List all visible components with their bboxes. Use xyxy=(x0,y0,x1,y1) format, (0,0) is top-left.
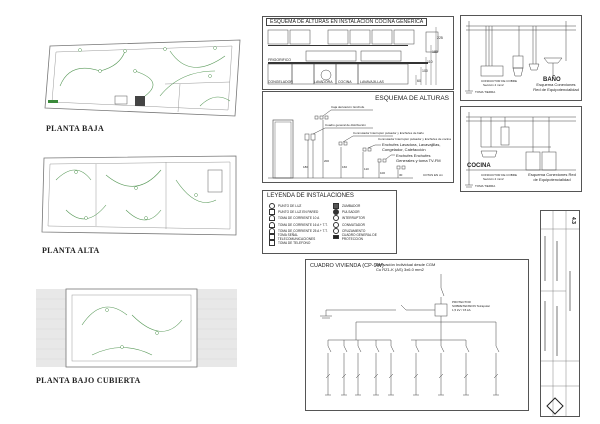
toma-tierra-label: TOMA TIERRA xyxy=(475,184,495,188)
derivacion-label: Derivación Individual desde CGM xyxy=(376,262,436,267)
height-note: Conmutador Interruptor pulsador y Enchuf… xyxy=(353,131,424,135)
title-block: 4.3 xyxy=(540,210,580,417)
label-congelador: CONGELADOR xyxy=(268,80,293,84)
label-lavadora: LAVADORA xyxy=(314,80,333,84)
cocina-height-scheme: ESQUEMA DE ALTURAS EN INSTALACION COCINA… xyxy=(262,16,454,90)
height-label: 60 xyxy=(417,79,421,83)
heights-scheme: ESQUEMA DE ALTURAS Caja derivación: Ench… xyxy=(262,91,454,183)
cuadro-vivienda-diagram: CUADRO VIVIENDA (CP-9W) Derivación Indiv… xyxy=(305,259,529,411)
bano-title: BAÑO xyxy=(543,76,561,83)
legend-item: TOMA SEÑAL TELECOMUNICACIONES xyxy=(269,233,333,241)
legend-item: PULSADOR xyxy=(333,209,395,216)
sheet-number: 4.3 xyxy=(570,217,576,224)
circuit-branch xyxy=(341,340,348,396)
toma-tierra-label: TOMA TIERRA xyxy=(475,90,495,94)
cocina-scheme-title: ESQUEMA DE ALTURAS EN INSTALACION COCINA… xyxy=(266,18,428,26)
bano-equipotential-scheme: CONDUCTOR DE COBRE Sección 4 mm2 TOMA TI… xyxy=(460,15,582,101)
height-note: Cuadro general de distribución xyxy=(325,123,366,127)
esquema-label: Esquema Conexiones Red de Equipotenciali… xyxy=(533,82,579,92)
height-note: Enchufes Enchufes Generales y toma TV-FM xyxy=(396,153,441,163)
cuadro-title: CUADRO VIVIENDA (CP-9W) xyxy=(310,263,384,269)
height-footer: COTAS EN cm xyxy=(423,173,443,177)
label-frigorifico: FRIGORIFICO xyxy=(268,58,291,62)
cocina-equipotential-scheme: COCINA CONDUCTOR DE COBRE Sección 4 mm2 … xyxy=(460,106,582,192)
height-label: 100 xyxy=(380,171,385,175)
height-label: 110 xyxy=(427,60,433,64)
circuit-branch xyxy=(388,340,395,396)
legend-item: TOMA DE CORRIENTE 16 A + T.T. xyxy=(269,221,333,228)
floor-plan-planta-baja xyxy=(44,39,241,117)
plan-label-planta-alta: PLANTA ALTA xyxy=(42,246,100,255)
floor-plan-planta-alta xyxy=(41,155,237,236)
cocina-title: COCINA xyxy=(467,163,491,169)
height-note: Conmutador Interruptor pulsador y Enchuf… xyxy=(378,137,451,141)
conductor-label: CONDUCTOR DE COBRE xyxy=(481,79,517,83)
circuit-branch xyxy=(373,340,380,396)
plan-label-planta-bajo-cubierta: PLANTA BAJO CUBIERTA xyxy=(36,376,141,385)
legend-item: ZUMBADOR xyxy=(333,203,395,210)
esquema-label: Esquema Conexiones Red de Equipotenciali… xyxy=(528,172,576,182)
height-note: Caja derivación: Enchufe xyxy=(331,105,365,109)
section-label: Sección 4 mm2 xyxy=(483,177,504,181)
height-label: 225 xyxy=(437,36,443,40)
circuit-branch xyxy=(355,340,362,396)
cable-label: Cu RZ1-K (AS) 3x6.0 mm2 xyxy=(376,267,424,272)
circuit-branch xyxy=(463,340,470,396)
legend-item: CONMUTADOR xyxy=(333,221,395,228)
legend-item: CUADRO GENERAL DE PROTECCION xyxy=(333,233,395,241)
height-label: 100 xyxy=(422,69,428,73)
label-cocina: COCINA xyxy=(338,80,352,84)
section-label: Sección 4 mm2 xyxy=(483,83,504,87)
legend-item: PUNTO DE LUZ xyxy=(269,203,333,210)
circuit-branch xyxy=(325,340,332,396)
legend-item: TOMA DE CORRIENTE 25 A + T.T. xyxy=(269,227,333,234)
legend-item: PUNTO DE LUZ EN PARED xyxy=(269,209,333,216)
circuit-branch xyxy=(413,340,420,396)
legend-item: INTERRUPTOR xyxy=(333,215,395,222)
conductor-label: CONDUCTOR DE COBRE xyxy=(481,173,517,177)
height-label: 160 xyxy=(342,165,347,169)
legend-item: TOMA DE TELEFONO xyxy=(269,240,333,247)
installation-legend: LEYENDA DE INSTALACIONES PUNTO DE LUZ PU… xyxy=(262,190,397,254)
legend-item: TOMA DE CORRIENTE 10 A xyxy=(269,215,333,222)
height-label: 30 xyxy=(399,173,403,177)
legend-item: CRUZAMIENTO xyxy=(333,227,395,234)
protector-label: PROTECTOR SOBRETENSION Tetrapolar 1,5 kV… xyxy=(452,300,490,312)
label-lavavajillas: LAVAVAJILLAS xyxy=(360,80,385,84)
height-note: Enchufes Lavadora, Lavavajillas, Congela… xyxy=(382,142,441,152)
height-label: 180 xyxy=(432,50,438,54)
circuit-branch xyxy=(438,340,445,396)
circuit-branch xyxy=(493,340,500,396)
legend-title: LEYENDA DE INSTALACIONES xyxy=(267,193,354,199)
height-label: 200 xyxy=(324,159,329,163)
height-label: 180 xyxy=(303,165,308,169)
height-label: 110 xyxy=(364,167,369,171)
heights-scheme-title: ESQUEMA DE ALTURAS xyxy=(375,95,449,102)
floor-plan-planta-bajo-cubierta xyxy=(36,288,237,368)
single-line-diagram xyxy=(320,274,500,396)
plan-label-planta-baja: PLANTA BAJA xyxy=(46,124,105,133)
